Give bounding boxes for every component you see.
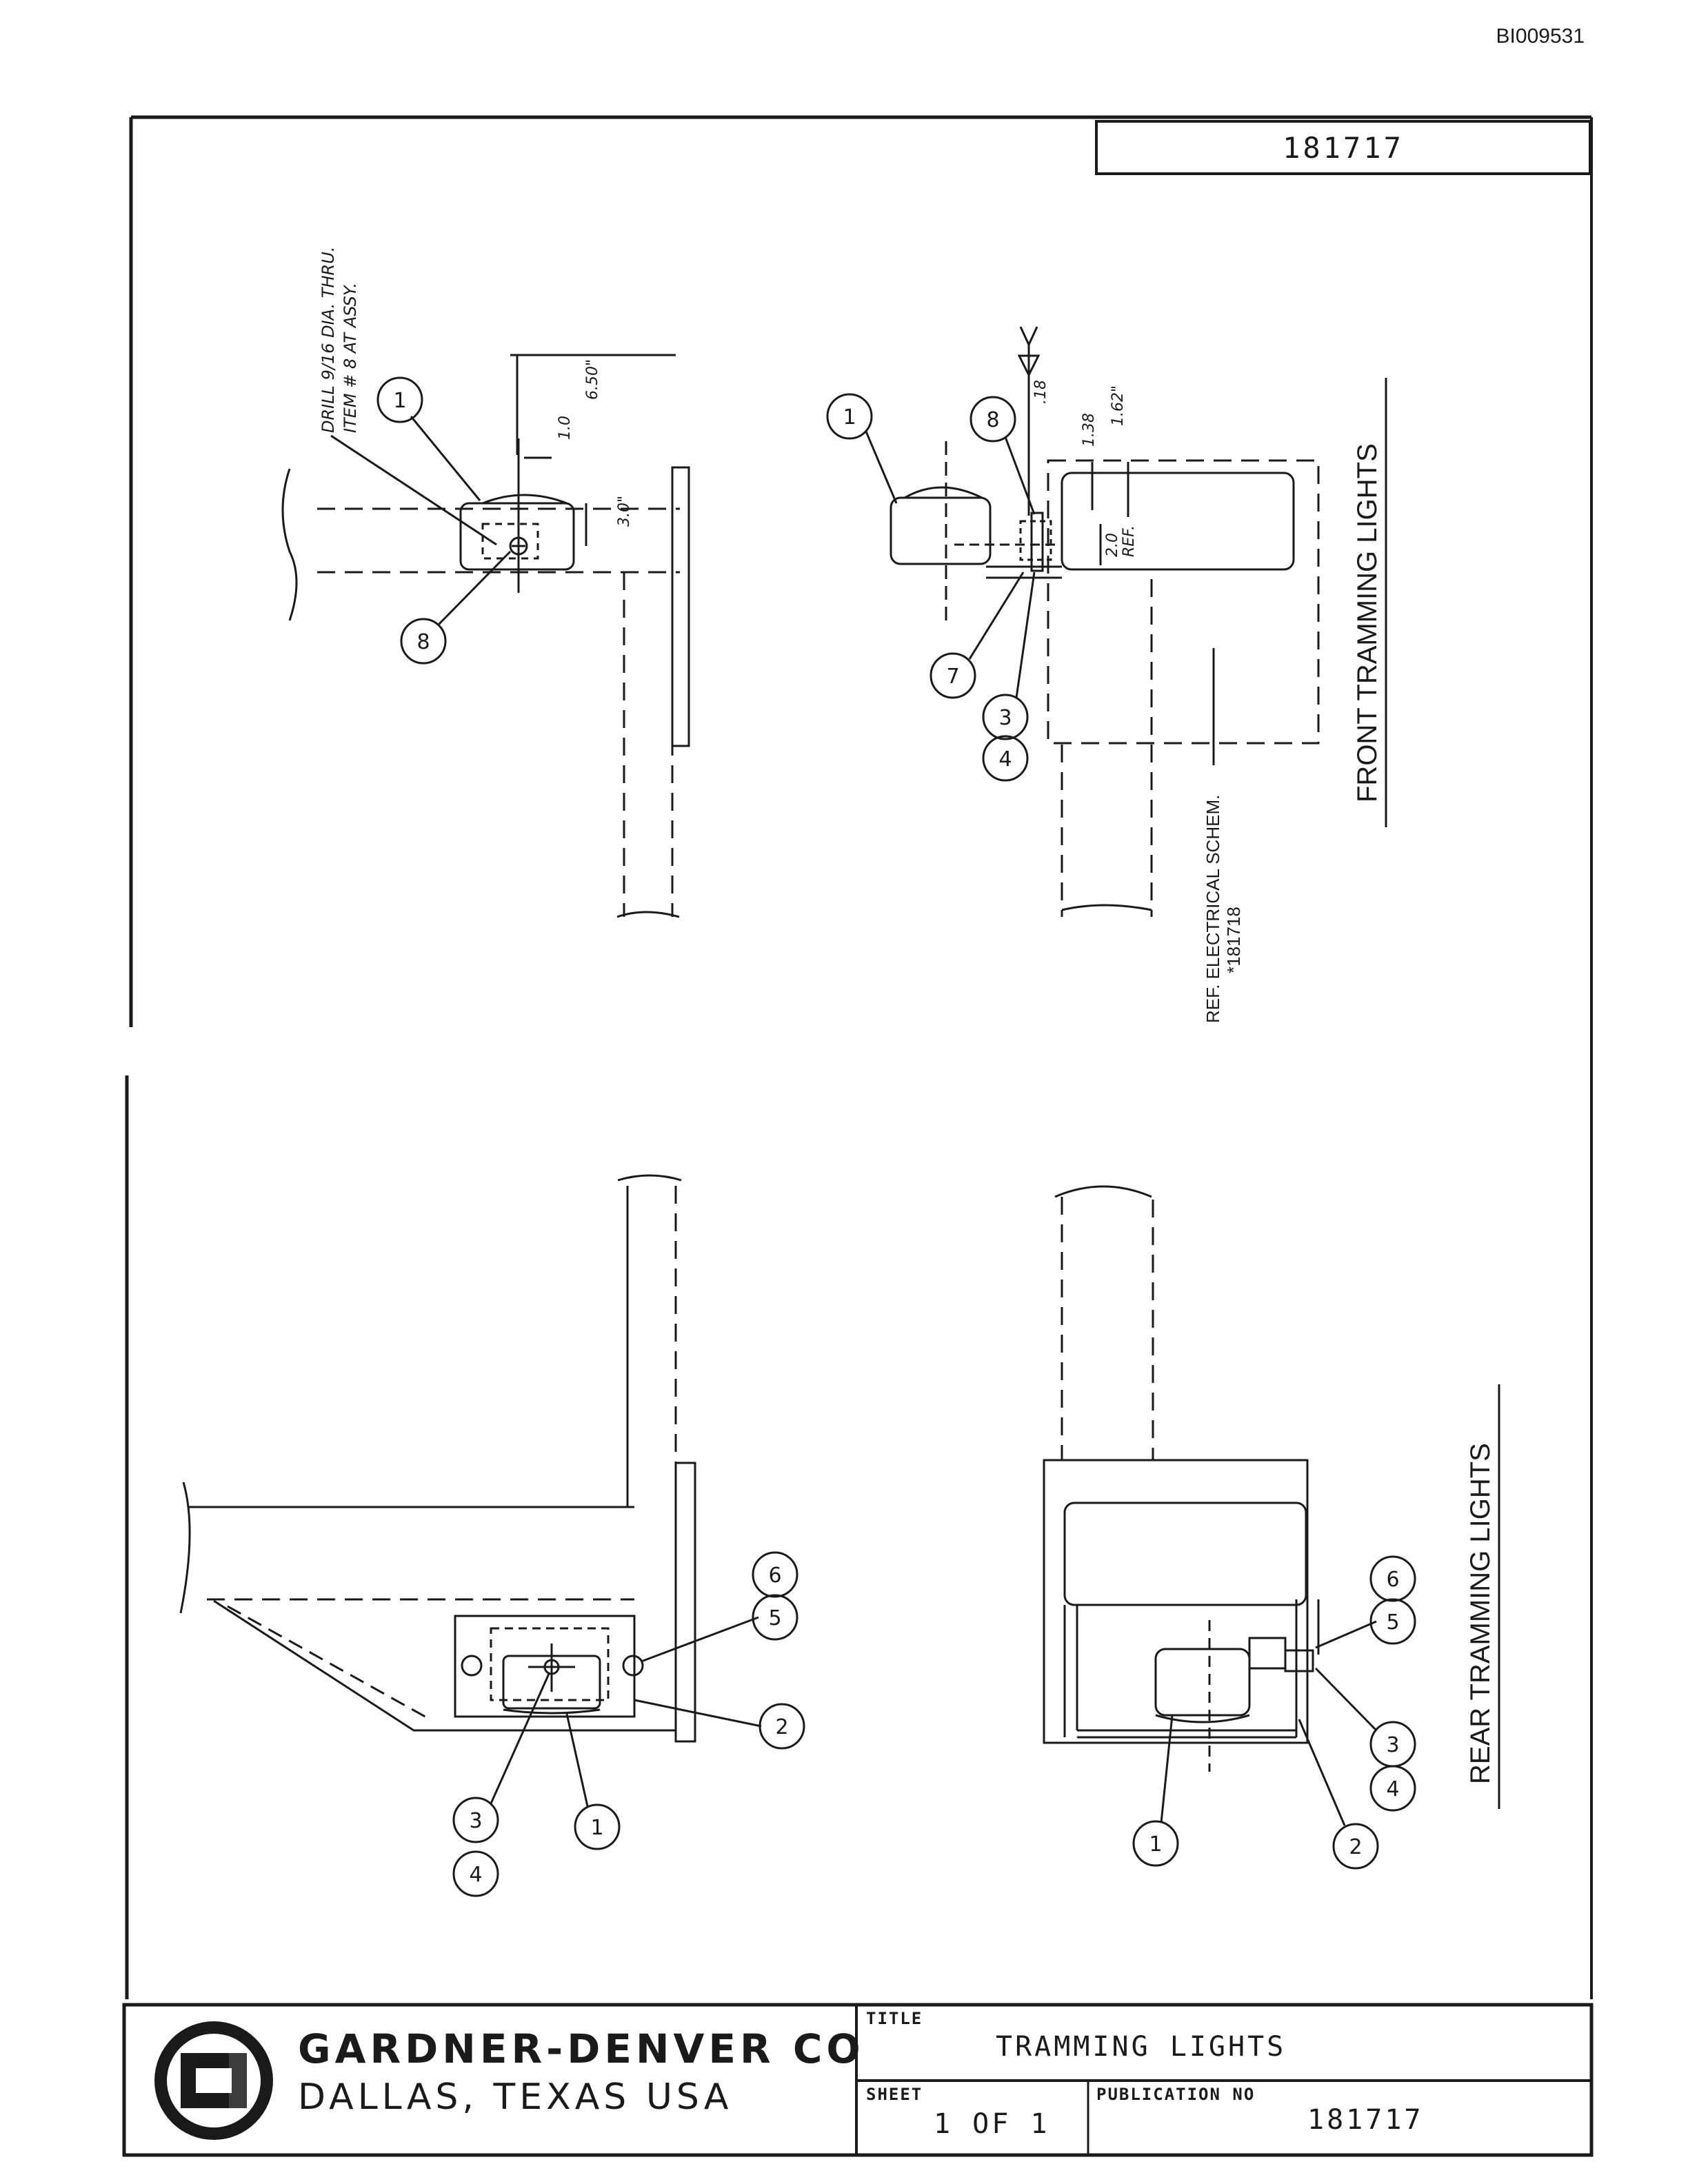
dim-1-62: 1.62" (1109, 385, 1127, 426)
balloon-circle (400, 618, 447, 665)
balloon-5: 5 (1386, 1610, 1399, 1635)
drill-note-line2: ITEM # 8 AT ASSY. (341, 283, 360, 433)
balloon-4: 4 (998, 747, 1012, 771)
balloon-8: 8 (416, 630, 430, 654)
drawing-number: 181717 (1283, 130, 1404, 165)
dim-0-18: .18 (1032, 380, 1049, 404)
balloon-1: 1 (843, 405, 856, 429)
rear-view-right (1043, 1185, 1320, 1772)
front-view-right (890, 326, 1320, 917)
balloon-6: 6 (1386, 1568, 1399, 1592)
balloon-5: 5 (768, 1606, 781, 1630)
dim-3-0: 3.0" (616, 496, 633, 527)
sheet-label: SHEET (866, 2085, 923, 2104)
dim-6-50: 6.50" (584, 359, 601, 400)
balloon-2: 2 (775, 1715, 788, 1739)
company-logo (154, 2021, 273, 2140)
document-id: BI009531 (1496, 25, 1585, 48)
publication-label: PUBLICATION NO (1096, 2085, 1256, 2104)
ref-schematic-number: *181718 (1223, 907, 1244, 973)
front-view-left (281, 354, 690, 918)
drill-note: DRILL 9/16 DIA. THRU. (319, 247, 338, 433)
front-view-label: FRONT TRAMMING LIGHTS (1352, 443, 1383, 802)
drawing-title: TRAMMING LIGHTS (996, 2031, 1287, 2063)
dim-ref: REF. (1121, 525, 1138, 557)
ref-schematic-note: REF. ELECTRICAL SCHEM. (1203, 795, 1223, 1023)
balloon-1: 1 (393, 389, 406, 413)
balloon-1: 1 (590, 1816, 603, 1840)
dim-2-0: 2.0 (1104, 533, 1121, 557)
balloon-3: 3 (469, 1809, 482, 1833)
balloon-6: 6 (768, 1564, 781, 1588)
balloon-4: 4 (1386, 1777, 1399, 1801)
balloon-8: 8 (986, 408, 999, 432)
balloon-3: 3 (1386, 1733, 1399, 1757)
rear-view-label: REAR TRAMMING LIGHTS (1465, 1443, 1496, 1784)
title-label: TITLE (866, 2009, 923, 2028)
balloon-4: 4 (469, 1863, 482, 1887)
company-name: GARDNER-DENVER CO (298, 2025, 865, 2072)
dim-1-38: 1.38 (1081, 413, 1098, 447)
balloon-3: 3 (998, 706, 1012, 730)
dim-1-0: 1.0 (556, 416, 574, 440)
balloon-1: 1 (1149, 1832, 1162, 1857)
balloon-7: 7 (946, 665, 959, 689)
sheet-number: 1 OF 1 (934, 2108, 1050, 2140)
drawing-number-box: 181717 (1095, 120, 1591, 175)
company-location: DALLAS, TEXAS USA (298, 2076, 733, 2118)
publication-number: 181717 (1307, 2104, 1424, 2136)
balloon-circle (376, 376, 423, 423)
balloon-2: 2 (1349, 1835, 1362, 1859)
rear-view-left (179, 1174, 696, 1743)
